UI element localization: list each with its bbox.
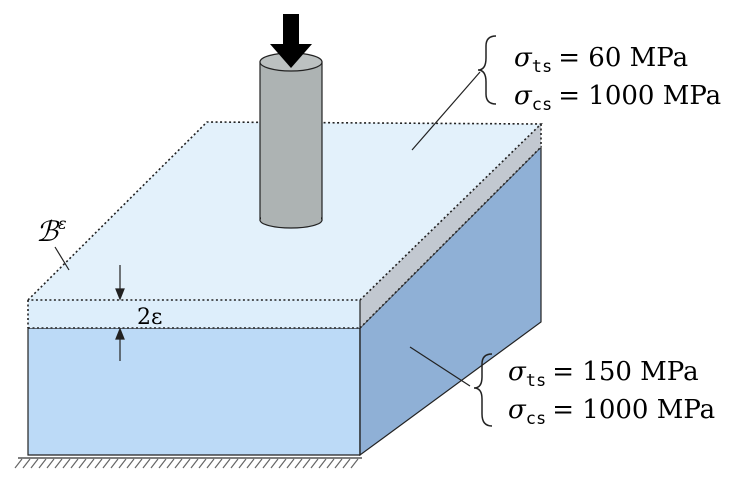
hatch-stroke [270,458,279,469]
top-sigma-cs: σcs= 1000 MPa [514,81,721,115]
hatch-stroke [158,458,167,469]
hatch-stroke [278,458,287,469]
band-leader-line [54,246,70,271]
hatch-stroke [246,458,255,469]
bottom-leader-line [409,346,471,387]
band-label: ℬε [36,214,67,248]
hatch-stroke [46,458,55,469]
punch-cylinder [259,52,323,229]
hatch-stroke [78,458,87,469]
hatch-stroke [134,458,143,469]
thickness-label: 2ε [137,305,162,330]
hatch-stroke [262,458,271,469]
top-sigma-ts: σts= 60 MPa [514,43,688,77]
bottom-annotation: σts= 150 MPa σcs= 1000 MPa [508,357,715,429]
hatch-stroke [230,458,239,469]
bottom-sigma-cs: σcs= 1000 MPa [508,395,715,429]
hatch-stroke [166,458,175,469]
top-annotation: σts= 60 MPa σcs= 1000 MPa [514,43,721,115]
front-face [27,327,361,456]
hatch-stroke [30,458,39,469]
ground-hatch [14,458,359,469]
hatch-stroke [70,458,79,469]
hatch-stroke [22,458,31,469]
hatch-stroke [286,458,295,469]
hatch-stroke [54,458,63,469]
hatch-stroke [342,458,351,469]
hatch-stroke [86,458,95,469]
load-arrow-icon [270,14,312,68]
hatch-stroke [198,458,207,469]
hatch-stroke [38,458,47,469]
hatch-stroke [174,458,183,469]
hatch-stroke [238,458,247,469]
top-leader-line [411,71,481,151]
top-brace [477,35,497,105]
hatch-stroke [206,458,215,469]
hatch-stroke [318,458,327,469]
hatch-stroke [302,458,311,469]
hatch-stroke [102,458,111,469]
hatch-stroke [326,458,335,469]
hatch-stroke [150,458,159,469]
bottom-brace [473,353,493,427]
hatch-stroke [222,458,231,469]
hatch-stroke [118,458,127,469]
hatch-stroke [294,458,303,469]
hatch-stroke [14,458,23,469]
hatch-stroke [310,458,319,469]
hatch-stroke [62,458,71,469]
hatch-stroke [110,458,119,469]
thickness-arrows [115,265,125,361]
hatch-stroke [190,458,199,469]
hatch-stroke [334,458,343,469]
band-side [360,124,541,328]
hatch-stroke [182,458,191,469]
bottom-sigma-ts: σts= 150 MPa [508,357,699,391]
band-label-sup: ε [58,214,67,233]
hatch-stroke [350,458,359,469]
hatch-stroke [126,458,135,469]
hatch-stroke [142,458,151,469]
band-front [28,300,360,328]
hatch-stroke [214,458,223,469]
hatch-stroke [254,458,263,469]
hatch-stroke [94,458,103,469]
dotted-outlines [27,121,543,329]
